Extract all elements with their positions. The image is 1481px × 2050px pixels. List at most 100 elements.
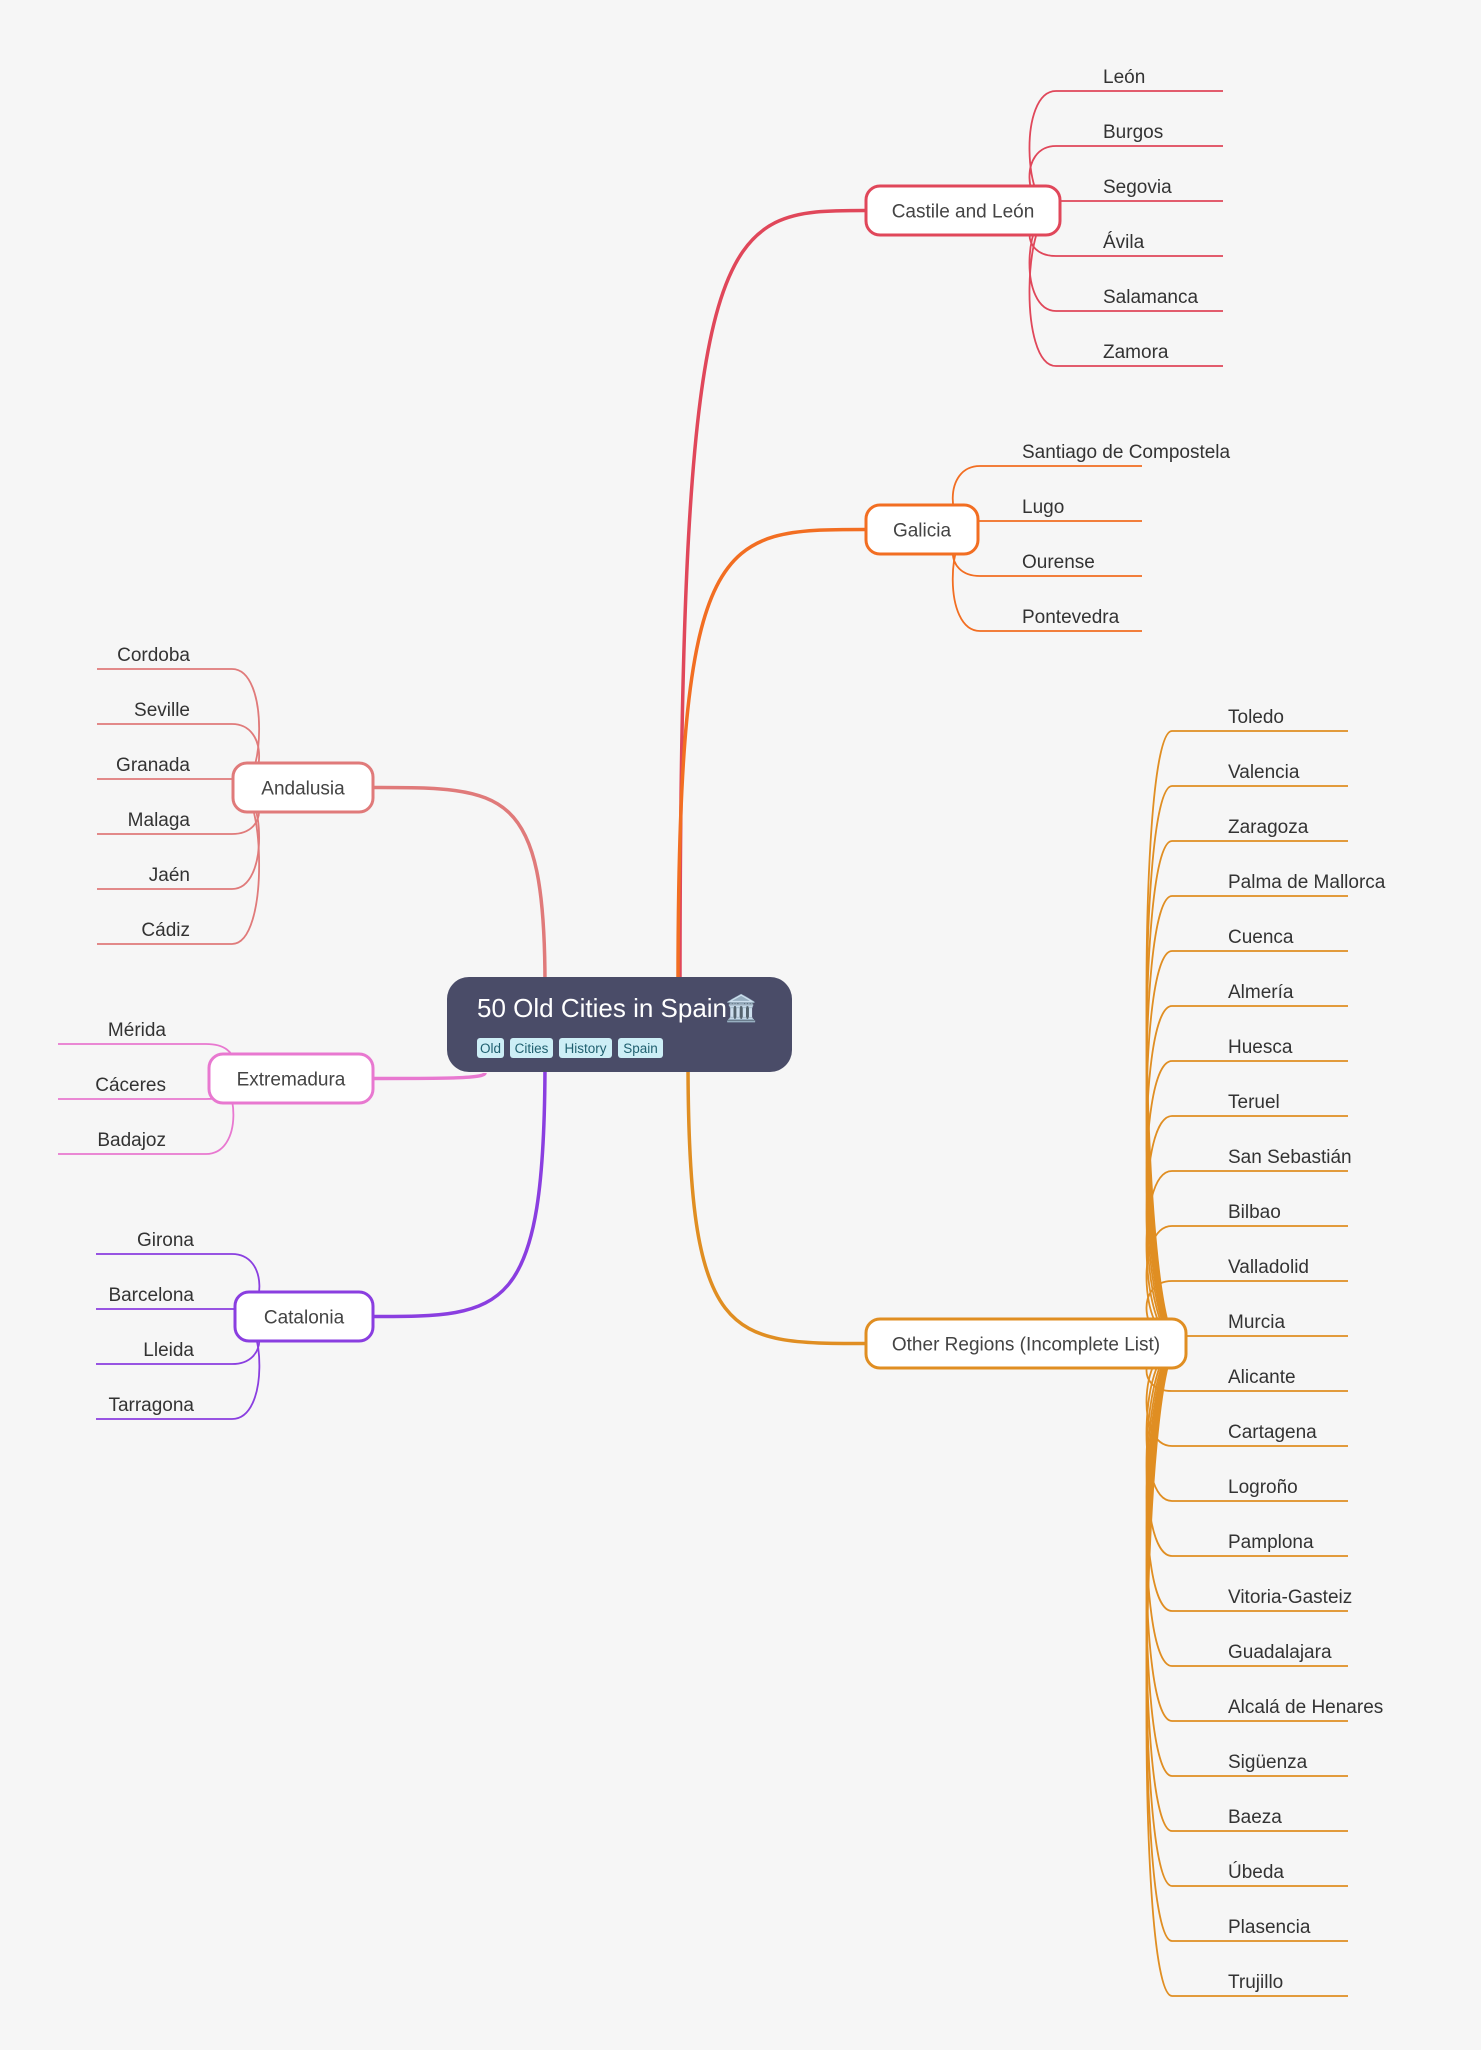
leaf-baeza[interactable]: Baeza (1228, 1807, 1282, 1828)
building-emoji-icon: 🏛️ (725, 993, 757, 1023)
leaf-lleida[interactable]: Lleida (143, 1340, 194, 1361)
tag-spain[interactable]: Spain (618, 1038, 663, 1058)
leaf-jaen[interactable]: Jaén (149, 865, 190, 886)
branch-node-andalusia[interactable]: Andalusia (231, 761, 375, 814)
leaf-label: Segovia (1103, 177, 1172, 198)
leaf-cordoba[interactable]: Cordoba (117, 645, 190, 666)
leaf-label: Plasencia (1228, 1917, 1311, 1938)
leaf-valencia[interactable]: Valencia (1228, 762, 1300, 783)
leaf-label: Cáceres (95, 1075, 166, 1096)
tag-chip (477, 1038, 504, 1058)
branch-node-galicia[interactable]: Galicia (864, 503, 980, 556)
leaf-label: Granada (116, 755, 190, 776)
leaf-huesca[interactable]: Huesca (1228, 1037, 1293, 1058)
leaf-santiago-de-compostela[interactable]: Santiago de Compostela (1022, 442, 1231, 463)
branch-node-catalonia[interactable]: Catalonia (233, 1290, 375, 1343)
leaf-siguenza[interactable]: Sigüenza (1228, 1752, 1308, 1773)
branch-node-castile[interactable]: Castile and León (864, 184, 1062, 237)
leaf-label: Baeza (1228, 1807, 1282, 1828)
connector-andalusia (372, 785, 547, 986)
leaf-label: Barcelona (108, 1285, 194, 1306)
leaf-lugo[interactable]: Lugo (1022, 497, 1064, 518)
leaf-badajoz[interactable]: Badajoz (97, 1130, 166, 1151)
branch-label: Galicia (893, 521, 952, 542)
leaf-logrono[interactable]: Logroño (1228, 1477, 1298, 1498)
leaf-segovia[interactable]: Segovia (1103, 177, 1172, 198)
branch-box (864, 503, 980, 556)
root-title: 50 Old Cities in Spain (477, 993, 727, 1023)
leaf-label: Malaga (128, 810, 191, 831)
leaf-granada[interactable]: Granada (116, 755, 190, 776)
leaf-label: Teruel (1228, 1092, 1280, 1113)
tag-old[interactable]: Old (477, 1038, 504, 1058)
leaf-label: Valladolid (1228, 1257, 1309, 1278)
tag-chip (510, 1038, 553, 1058)
leaf-label: León (1103, 67, 1145, 88)
tag-label: Old (480, 1041, 501, 1056)
connector-extremadura (372, 1071, 487, 1081)
leaf-cartagena[interactable]: Cartagena (1228, 1422, 1317, 1443)
leaf-label: Cádiz (141, 920, 190, 941)
branch-box (233, 1290, 375, 1343)
leaf-cadiz[interactable]: Cádiz (141, 920, 190, 941)
leaf-ubeda[interactable]: Úbeda (1228, 1861, 1284, 1883)
leaf-girona[interactable]: Girona (137, 1230, 194, 1251)
leaf-burgos[interactable]: Burgos (1103, 122, 1163, 143)
root-node[interactable]: 50 Old Cities in Spain🏛️ Old Cities History… (447, 977, 792, 1072)
leaf-pontevedra[interactable]: Pontevedra (1022, 607, 1120, 628)
connector-galicia (676, 527, 867, 986)
leaf-almeria[interactable]: Almería (1228, 982, 1294, 1003)
branch-label: Extremadura (237, 1070, 346, 1091)
leaf-malaga[interactable]: Malaga (128, 810, 191, 831)
branch-node-extremadura[interactable]: Extremadura (207, 1052, 375, 1105)
leaf-toledo[interactable]: Toledo (1228, 707, 1284, 728)
leaf-zaragoza[interactable]: Zaragoza (1228, 817, 1309, 838)
branch-node-other[interactable]: Other Regions (Incomplete List) (864, 1317, 1188, 1370)
leaf-label: Santiago de Compostela (1022, 442, 1231, 463)
leaf-seville[interactable]: Seville (134, 700, 190, 721)
leaf-cuenca[interactable]: Cuenca (1228, 927, 1294, 948)
leaf-label: Logroño (1228, 1477, 1298, 1498)
leaf-label: Girona (137, 1230, 194, 1251)
tag-chip (559, 1038, 612, 1058)
leaf-leon[interactable]: León (1103, 67, 1145, 88)
leaf-label: Lleida (143, 1340, 194, 1361)
leaf-caceres[interactable]: Cáceres (95, 1075, 166, 1096)
connector-catalonia (372, 1059, 547, 1319)
leaf-murcia[interactable]: Murcia (1228, 1312, 1285, 1333)
leaf-san-sebastian[interactable]: San Sebastián (1228, 1147, 1352, 1168)
leaf-alicante[interactable]: Alicante (1228, 1367, 1296, 1388)
leaf-label: Vitoria-Gasteiz (1228, 1587, 1352, 1608)
leaf-valladolid[interactable]: Valladolid (1228, 1257, 1309, 1278)
leaf-merida[interactable]: Mérida (108, 1020, 167, 1041)
leaf-pamplona[interactable]: Pamplona (1228, 1532, 1314, 1553)
leaf-alcala-de-henares[interactable]: Alcalá de Henares (1228, 1697, 1383, 1718)
leaf-guadalajara[interactable]: Guadalajara (1228, 1642, 1332, 1663)
leaf-label: Palma de Mallorca (1228, 872, 1386, 893)
leaf-label: Pamplona (1228, 1532, 1314, 1553)
leaf-plasencia[interactable]: Plasencia (1228, 1917, 1311, 1938)
leaf-label: Lugo (1022, 497, 1064, 518)
leaf-tarragona[interactable]: Tarragona (108, 1395, 194, 1416)
leaf-vitoria-gasteiz[interactable]: Vitoria-Gasteiz (1228, 1587, 1352, 1608)
leaf-label: Bilbao (1228, 1202, 1281, 1223)
branch-label: Castile and León (892, 202, 1035, 223)
leaf-label: Alicante (1228, 1367, 1296, 1388)
leaf-zamora[interactable]: Zamora (1103, 342, 1169, 363)
leaf-label: Huesca (1228, 1037, 1293, 1058)
leaf-trujillo[interactable]: Trujillo (1228, 1972, 1283, 1993)
node-layer: Castile and León LeónBurgosSegoviaÁvilaSa… (95, 67, 1386, 1993)
leaf-teruel[interactable]: Teruel (1228, 1092, 1280, 1113)
leaf-avila[interactable]: Ávila (1103, 232, 1145, 253)
tag-history[interactable]: History (559, 1038, 612, 1058)
leaf-bilbao[interactable]: Bilbao (1228, 1202, 1281, 1223)
branch-box (864, 184, 1062, 237)
leaf-palma-de-mallorca[interactable]: Palma de Mallorca (1228, 872, 1386, 893)
leaf-salamanca[interactable]: Salamanca (1103, 287, 1198, 308)
leaf-ourense[interactable]: Ourense (1022, 552, 1095, 573)
branch-label: Other Regions (Incomplete List) (892, 1335, 1160, 1356)
tag-cities[interactable]: Cities (510, 1038, 553, 1058)
leaf-barcelona[interactable]: Barcelona (108, 1285, 194, 1306)
